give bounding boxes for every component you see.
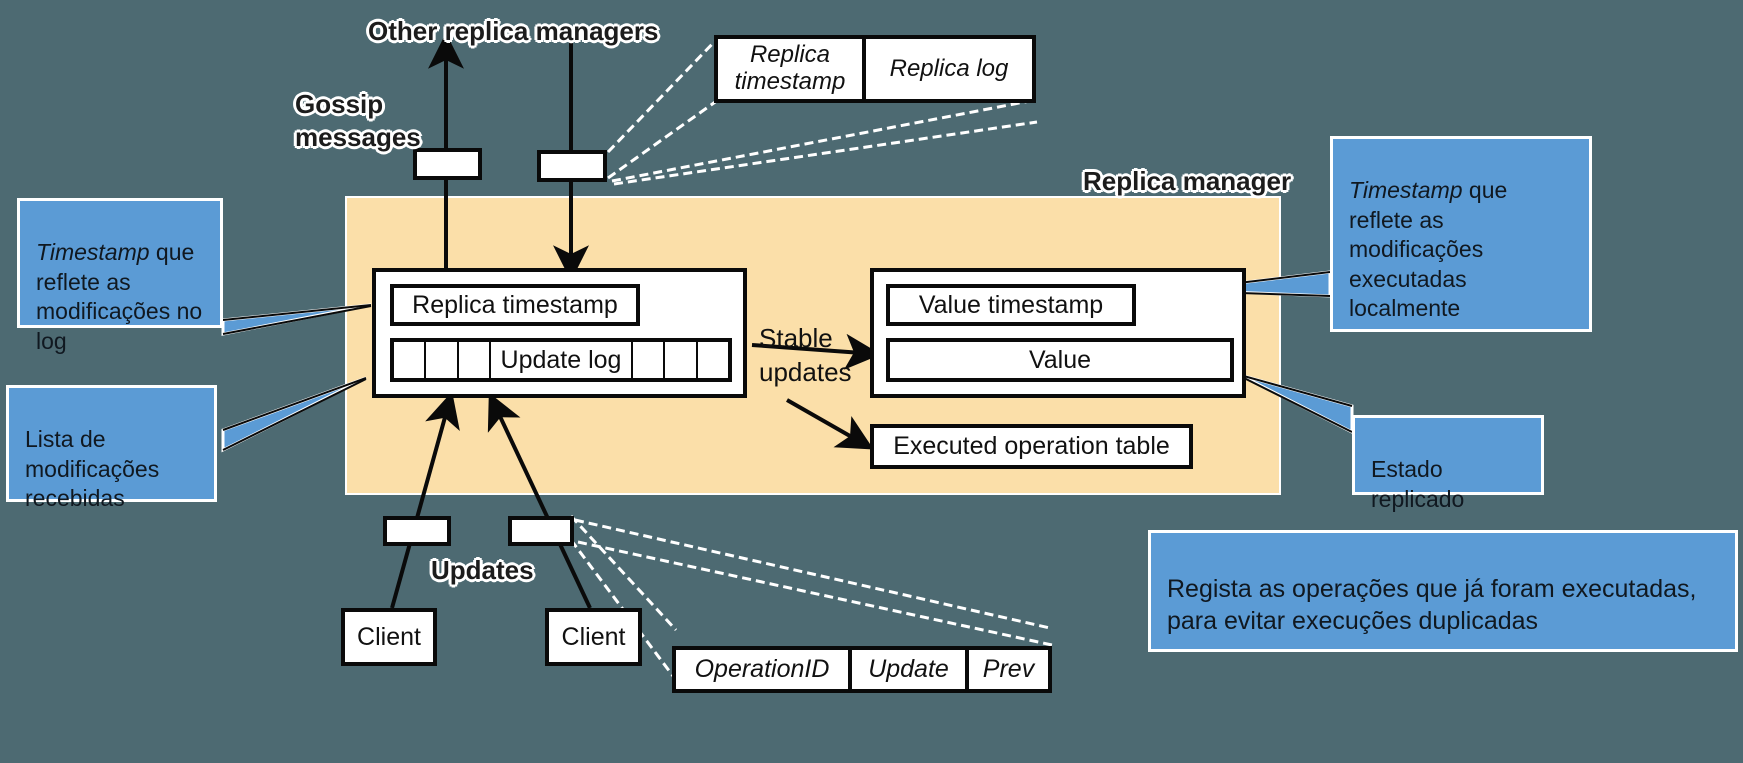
callout-replicated-state: Estado replicado xyxy=(1352,415,1544,512)
update-port-box-right xyxy=(508,516,574,546)
update-log-slot xyxy=(698,342,728,378)
update-table-cell-operationid: OperationID xyxy=(676,650,852,689)
executed-operation-table-box: Executed operation table xyxy=(870,424,1193,469)
value-box: Value xyxy=(886,338,1234,382)
update-log-slot xyxy=(633,342,666,378)
callout-executed-table: Regista as operações que já foram execut… xyxy=(1148,530,1738,652)
update-log-slot xyxy=(459,342,492,378)
callout-value-timestamp-italic: Timestamp xyxy=(1349,177,1463,204)
update-record-table: OperationID Update Prev xyxy=(672,646,1052,693)
update-log-label-cell: Update log xyxy=(491,342,633,378)
gossip-table-cell-replica-log: Replica log xyxy=(889,55,1009,82)
label-stable-updates: Stable updates xyxy=(759,323,852,387)
client-box-right: Client xyxy=(545,608,642,666)
callout-log-list-text: Lista de modificações recebidas xyxy=(25,426,160,512)
label-gossip-messages: Gossip messages xyxy=(295,89,421,153)
client-box-left: Client xyxy=(341,608,437,666)
callout-replicated-state-text: Estado replicado xyxy=(1371,456,1465,512)
callout-executed-table-text: Regista as operações que já foram execut… xyxy=(1167,575,1697,635)
update-log-slot xyxy=(665,342,698,378)
gossip-message-table: Replica timestamp Replica log xyxy=(714,35,1036,103)
update-log-label: Update log xyxy=(500,345,622,374)
callout-log-timestamp-italic: Timestamp xyxy=(36,239,150,266)
replica-log-group: Replica timestamp Update log xyxy=(372,268,747,398)
callout-log-timestamp: Timestamp que reflete as modificações no… xyxy=(17,198,223,354)
replica-timestamp-box: Replica timestamp xyxy=(390,284,640,326)
update-port-box-left xyxy=(383,516,451,546)
gossip-message-port-box xyxy=(537,150,607,182)
update-log-slot xyxy=(394,342,427,378)
gossip-table-cell-replica-timestamp: Replica timestamp xyxy=(718,39,866,99)
update-log-slot xyxy=(426,342,459,378)
update-table-cell-prev: Prev xyxy=(982,655,1035,683)
update-table-cell-update: Update xyxy=(852,650,969,689)
replica-value-group: Value timestamp Value xyxy=(870,268,1246,398)
callout-log-list: Lista de modificações recebidas xyxy=(6,385,217,511)
callout-log-timestamp-text: que reflete as modificações no log xyxy=(36,239,203,354)
value-timestamp-box: Value timestamp xyxy=(886,284,1136,326)
callout-value-timestamp-text: que reflete as modificações executadas l… xyxy=(1349,177,1508,322)
label-other-replica-managers: Other replica managers xyxy=(368,16,659,46)
gossip-out-port-box xyxy=(413,148,482,180)
label-replica-manager: Replica manager xyxy=(1083,166,1292,196)
label-updates: Updates xyxy=(431,555,534,585)
callout-value-timestamp: Timestamp que reflete as modificações ex… xyxy=(1330,136,1592,332)
